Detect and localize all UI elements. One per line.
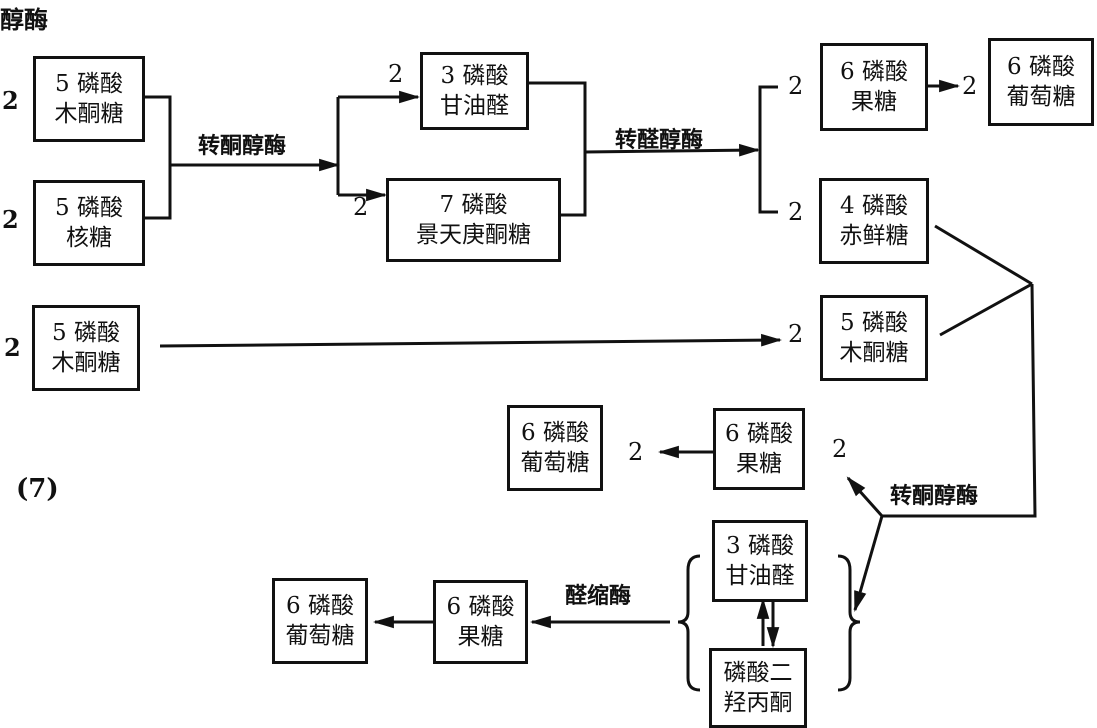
coef-f6p-a: 2 [788,72,804,100]
node-xylulose-5-phosphate-c: 5 磷酸 木酮糖 [820,295,928,381]
node-erythrose-4-phosphate: 4 磷酸 赤鲜糖 [819,178,929,264]
coef-e4p: 2 [788,198,804,226]
node-xylulose-5-phosphate-a: 5 磷酸 木酮糖 [33,56,145,142]
node-line1: 磷酸二 [723,660,793,686]
split-bracket-right [758,85,778,214]
coef-ribose: 2 [2,205,19,234]
node-glyceraldehyde-3-phosphate-b: 3 磷酸 甘油醛 [712,520,808,602]
node-fructose-6-phosphate-c: 6 磷酸 果糖 [433,580,528,664]
arrow-to-f6p-b [846,476,884,518]
node-glucose-6-phosphate-a: 6 磷酸 葡萄糖 [988,38,1094,126]
arrow-to-trioses [853,515,884,613]
node-line1: 6 磷酸 [840,59,908,85]
node-line1: 3 磷酸 [726,533,794,559]
merge-bracket-middle [529,81,587,217]
node-line2: 木酮糖 [51,350,121,376]
node-line1: 4 磷酸 [840,193,908,219]
line-xyl-to-junction [939,282,1033,337]
node-line2: 景天庚酮糖 [416,222,531,248]
node-glucose-6-phosphate-c: 6 磷酸 葡萄糖 [272,578,368,664]
node-fructose-6-phosphate-a: 6 磷酸 果糖 [820,43,928,131]
coef-f6p-b: 2 [832,435,848,463]
arrow-xylulose-long [159,333,783,348]
node-xylulose-5-phosphate-b: 5 磷酸 木酮糖 [32,305,140,391]
node-line2: 木酮糖 [54,101,124,127]
coef-xylulose-c: 2 [788,320,804,348]
coef-xylulose-a: 2 [2,86,19,115]
arrow-transaldolase [584,143,761,157]
node-line2: 甘油醛 [440,93,509,119]
title-fragment: 醇酶 [0,5,48,34]
node-line1: 6 磷酸 [1007,54,1075,80]
node-line2: 葡萄糖 [285,623,355,649]
enzyme-transketolase-1: 转酮醇酶 [198,133,287,159]
node-fructose-6-phosphate-b: 6 磷酸 果糖 [713,408,805,490]
right-brace [837,554,861,692]
left-brace [677,554,701,692]
node-line2: 葡萄糖 [520,450,590,476]
node-line1: 5 磷酸 [55,195,123,221]
node-line2: 葡萄糖 [1006,84,1076,110]
node-glyceraldehyde-3-phosphate-a: 3 磷酸 甘油醛 [420,52,529,130]
node-dihydroxyacetone-phosphate: 磷酸二 羟丙酮 [709,648,807,728]
node-line2: 核糖 [66,225,112,251]
node-line2: 赤鲜糖 [839,223,909,249]
node-ribose-5-phosphate: 5 磷酸 核糖 [33,180,145,266]
line-e4p-to-junction [934,224,1033,286]
enzyme-transaldolase: 转醛醇酶 [615,127,704,153]
coef-xylulose-b: 2 [4,333,21,362]
node-line2: 甘油醛 [725,563,795,589]
line-junction-down [882,283,1037,518]
node-line1: 5 磷酸 [55,71,123,97]
enzyme-aldolase: 醛缩酶 [565,583,632,609]
node-glucose-6-phosphate-b: 6 磷酸 葡萄糖 [507,405,603,491]
node-line1: 3 磷酸 [440,63,509,89]
node-line2: 羟丙酮 [723,690,793,716]
enzyme-transketolase-2: 转酮醇酶 [890,483,979,509]
node-line2: 果糖 [851,89,897,115]
coef-g6p-a: 2 [962,72,978,100]
coef-sedo: 2 [353,193,369,221]
coef-g3p-a: 2 [388,60,404,88]
merge-bracket-left [145,95,172,220]
node-line1: 5 磷酸 [52,320,120,346]
node-line1: 6 磷酸 [725,421,793,447]
node-sedoheptulose-7-phosphate: 7 磷酸 景天庚酮糖 [386,178,561,262]
coef-g6p-b: 2 [628,438,644,466]
node-line1: 6 磷酸 [286,593,354,619]
node-line1: 6 磷酸 [521,420,589,446]
node-line2: 果糖 [736,451,782,477]
figure-label: (7) [16,474,59,504]
node-line1: 7 磷酸 [439,192,508,218]
node-line1: 5 磷酸 [840,310,908,336]
node-line2: 果糖 [457,624,504,650]
node-line1: 6 磷酸 [446,594,515,620]
node-line2: 木酮糖 [839,340,909,366]
